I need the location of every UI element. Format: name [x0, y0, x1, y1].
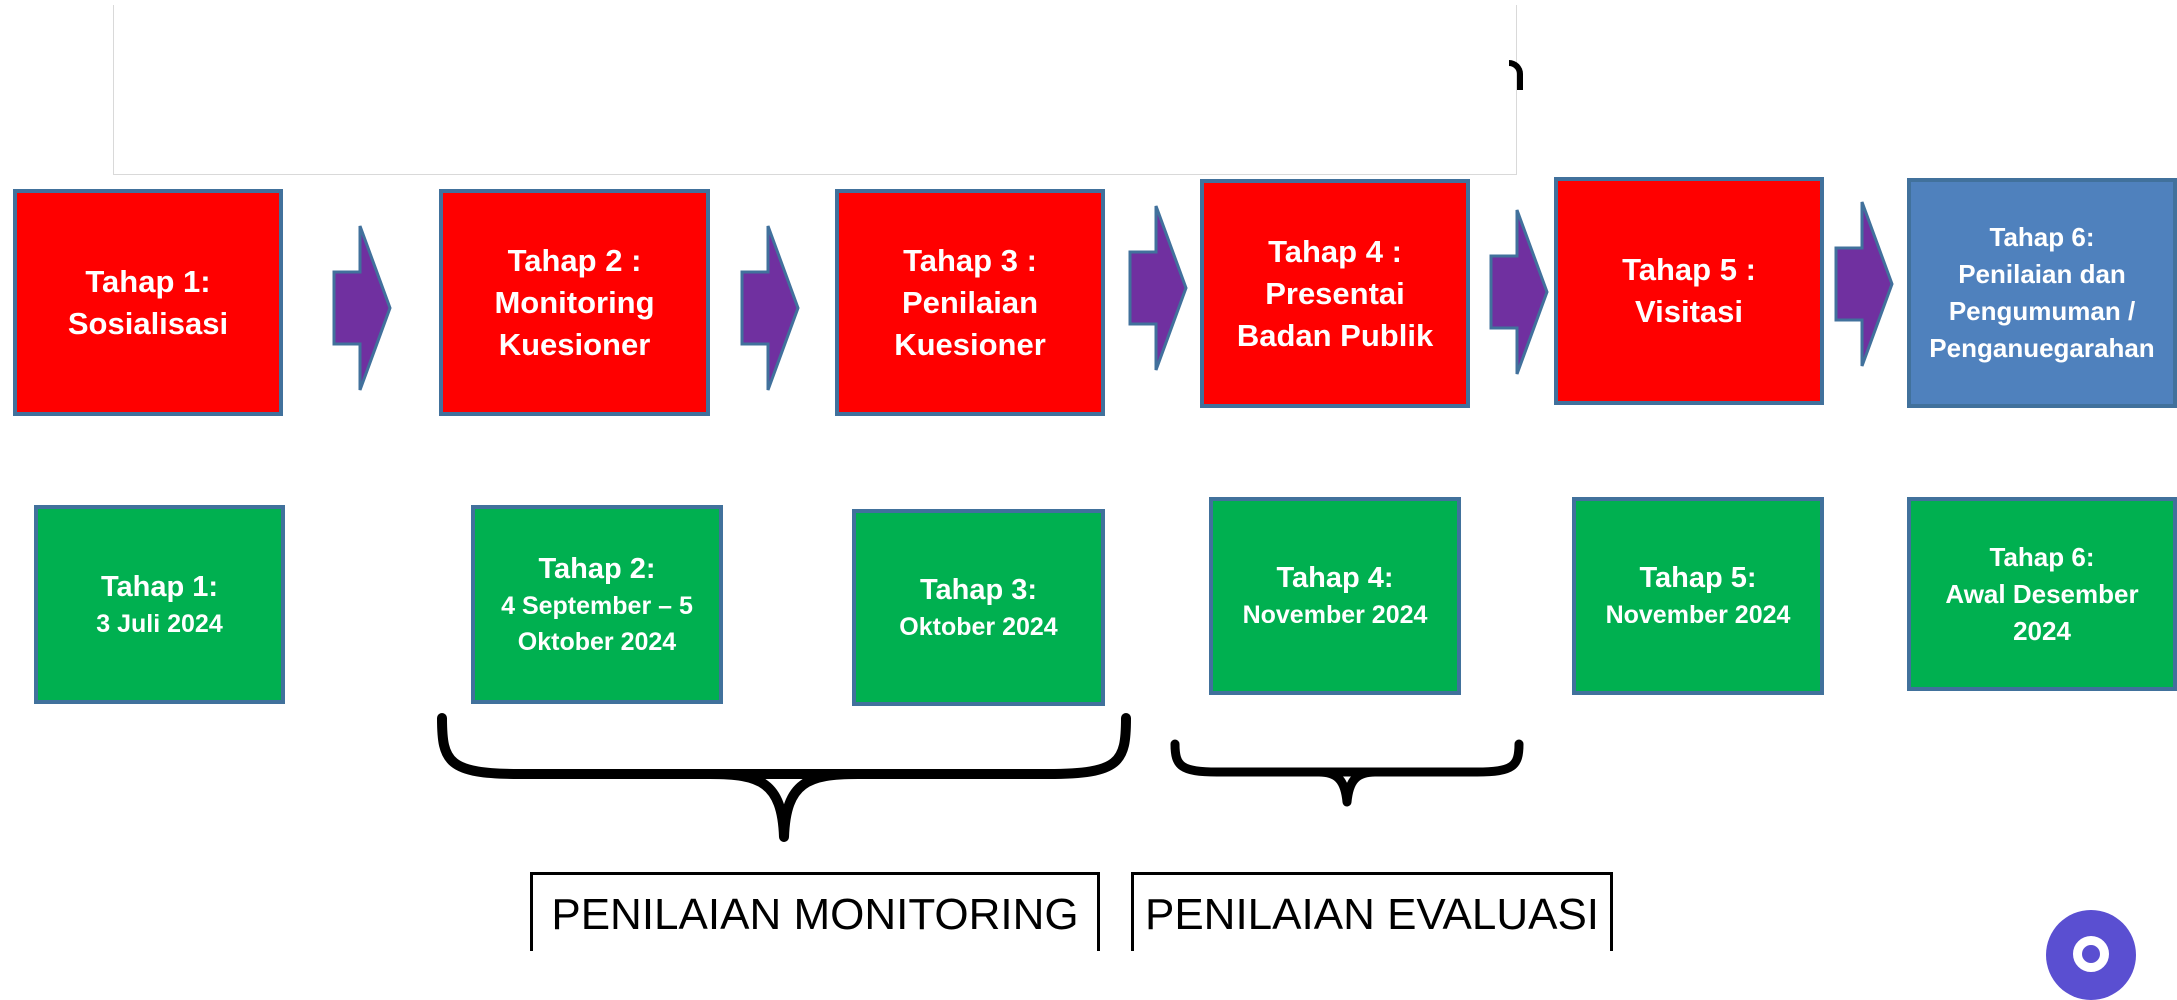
stage-2-box: Tahap 2 : Monitoring Kuesioner	[439, 189, 710, 416]
stage-3-box: Tahap 3 : Penilaian Kuesioner	[835, 189, 1105, 416]
stage-2-title: Tahap 2 :	[507, 242, 642, 278]
stage-6-name-line1: Penilaian dan	[1958, 259, 2126, 289]
schedule-2-date-line2: Oktober 2024	[517, 627, 677, 656]
title-banner	[113, 5, 1517, 175]
schedule-4-title: Tahap 4:	[1276, 562, 1394, 594]
schedule-1-title: Tahap 1:	[100, 570, 219, 603]
stage-5-title: Tahap 5 :	[1622, 252, 1756, 287]
stage-5-name: Visitasi	[1634, 294, 1743, 329]
schedule-4-box: Tahap 4: November 2024	[1209, 497, 1461, 695]
schedule-5-box: Tahap 5: November 2024	[1572, 497, 1824, 695]
stage-2-name-line2: Kuesioner	[498, 326, 651, 362]
schedule-2-date-line1: 4 September – 5	[501, 591, 693, 620]
stage-4-name-line1: Presentai	[1265, 275, 1405, 311]
schedule-5-title: Tahap 5:	[1639, 562, 1757, 594]
schedule-6-title: Tahap 6:	[1989, 541, 2095, 572]
arrow-right-icon	[1834, 201, 1894, 367]
stage-1-name: Sosialisasi	[67, 305, 229, 341]
stage-3-title: Tahap 3 :	[903, 242, 1037, 278]
stage-6-name-line3: Penganuegarahan	[1929, 333, 2155, 363]
schedule-2-box: Tahap 2: 4 September – 5 Oktober 2024	[471, 505, 723, 704]
schedule-6-date-line2: 2024	[2013, 615, 2071, 646]
stage-1-title: Tahap 1:	[85, 263, 211, 299]
schedule-3-box: Tahap 3: Oktober 2024	[852, 509, 1105, 706]
schedule-2-title: Tahap 2:	[538, 552, 656, 585]
schedule-4-date: November 2024	[1242, 601, 1428, 629]
stage-3-name-line1: Penilaian	[901, 284, 1039, 320]
stage-2-name-line1: Monitoring	[494, 284, 655, 320]
arrow-right-icon	[1128, 205, 1188, 371]
evaluasi-label: PENILAIAN EVALUASI	[1131, 872, 1613, 951]
monitoring-brace	[437, 713, 1131, 842]
arrow-right-icon	[740, 225, 800, 391]
banner-cropped-glyph	[1509, 60, 1523, 90]
stage-1-box: Tahap 1: Sosialisasi	[13, 189, 283, 416]
stage-3-name-line2: Kuesioner	[894, 326, 1046, 362]
schedule-1-box: Tahap 1: 3 Juli 2024	[34, 505, 285, 704]
stage-4-box: Tahap 4 : Presentai Badan Publik	[1200, 179, 1470, 408]
stage-4-title: Tahap 4 :	[1268, 233, 1402, 269]
monitoring-label: PENILAIAN MONITORING	[530, 872, 1100, 951]
arrow-right-icon	[1489, 209, 1549, 375]
schedule-6-box: Tahap 6: Awal Desember 2024	[1907, 497, 2177, 691]
help-icon	[2073, 936, 2109, 972]
schedule-3-title: Tahap 3:	[919, 573, 1038, 606]
stage-4-name-line2: Badan Publik	[1236, 317, 1434, 353]
stage-6-box: Tahap 6: Penilaian dan Pengumuman / Peng…	[1907, 178, 2177, 408]
schedule-3-date: Oktober 2024	[899, 612, 1058, 641]
stage-6-title: Tahap 6:	[1989, 222, 2095, 252]
schedule-5-date: November 2024	[1605, 601, 1791, 629]
stage-6-name-line2: Pengumuman /	[1948, 296, 2136, 326]
stage-5-box: Tahap 5 : Visitasi	[1554, 177, 1824, 405]
schedule-6-date-line1: Awal Desember	[1945, 578, 2139, 609]
evaluasi-brace	[1170, 739, 1524, 807]
arrow-right-icon	[332, 225, 392, 391]
schedule-1-date: 3 Juli 2024	[96, 609, 223, 638]
